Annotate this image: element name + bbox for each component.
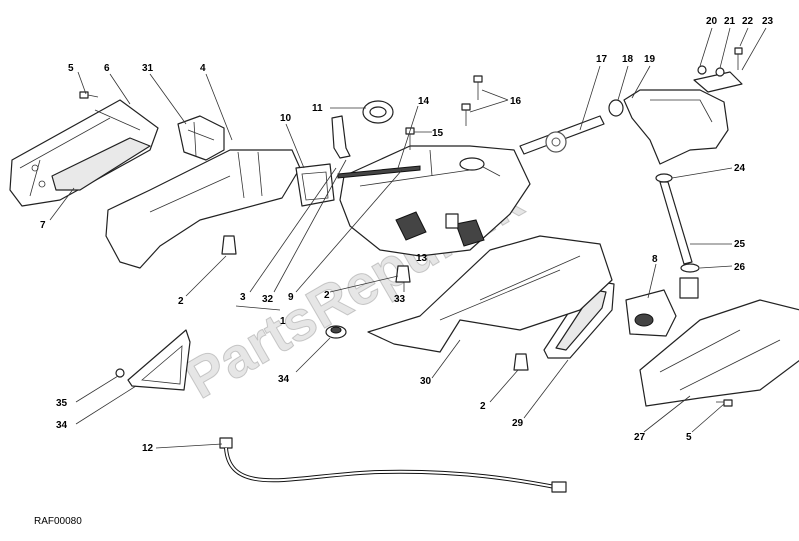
callout-34: 34 (56, 420, 68, 431)
callout-11: 11 (312, 103, 323, 114)
part-pipe (519, 115, 605, 155)
callout-19: 19 (644, 54, 656, 65)
gear-icon (545, 131, 567, 153)
part-right-tank (623, 89, 729, 165)
part-ring (608, 99, 624, 117)
callout-2-center: 2 (324, 290, 330, 301)
callout-33: 34 (278, 374, 290, 385)
part-clamp (177, 115, 225, 161)
callout-12: 12 (142, 443, 154, 454)
part-plugs (221, 213, 529, 371)
part-under-tray (367, 235, 613, 353)
callout-14: 14 (418, 96, 430, 107)
callout-25: 25 (734, 239, 746, 250)
part-drain-hose (219, 437, 567, 493)
callout-4: 4 (200, 63, 206, 74)
callout-5-top: 5 (68, 63, 74, 74)
part-rubber-strip (337, 165, 421, 179)
callout-20: 20 (706, 16, 718, 27)
callout-16: 16 (510, 96, 522, 107)
callout-28: 32 (262, 294, 274, 305)
callout-3: 3 (240, 292, 246, 303)
part-top-right-bracket (693, 47, 743, 93)
callout-22: 22 (742, 16, 754, 27)
callout-29: 27 (634, 432, 646, 443)
part-seal-ring (362, 100, 394, 124)
callout-31: 30 (420, 376, 432, 387)
part-screw-bottom-right (716, 399, 733, 407)
callout-23: 23 (762, 16, 774, 27)
callout-1: 1 (280, 316, 286, 327)
callouts: 5 6 31 4 7 2 10 11 14 15 16 17 18 19 20 … (40, 16, 774, 454)
part-frame (295, 163, 335, 207)
callout-32: 33 (394, 294, 406, 305)
part-triangle-plate (115, 329, 191, 391)
part-left-bracket (9, 99, 159, 207)
callout-2-bottom: 2 (480, 401, 486, 412)
callout-5-bottom: 5 (686, 432, 692, 443)
part-spring-clip (331, 115, 351, 159)
callout-18: 18 (622, 54, 634, 65)
drawing-code: RAF00080 (34, 516, 82, 527)
callout-13: 13 (416, 253, 428, 264)
part-hose (655, 173, 700, 299)
part-left-air-duct (105, 149, 301, 269)
callout-7: 7 (40, 220, 46, 231)
callout-10: 10 (280, 113, 292, 124)
callout-6: 6 (104, 63, 110, 74)
callout-27: 31 (142, 63, 154, 74)
leader-lines (49, 27, 767, 449)
callout-35: 35 (56, 398, 68, 409)
callout-15: 15 (432, 128, 444, 139)
part-rubber-block (625, 289, 677, 337)
callout-9: 9 (288, 292, 294, 303)
callout-21: 21 (724, 16, 736, 27)
part-right-cover (639, 299, 799, 407)
callout-30: 29 (512, 418, 524, 429)
callout-26: 26 (734, 262, 746, 273)
part-grommet (325, 325, 347, 339)
callout-24: 24 (734, 163, 746, 174)
callout-2-left: 2 (178, 296, 184, 307)
callout-8: 8 (652, 254, 658, 265)
callout-17: 17 (596, 54, 608, 65)
